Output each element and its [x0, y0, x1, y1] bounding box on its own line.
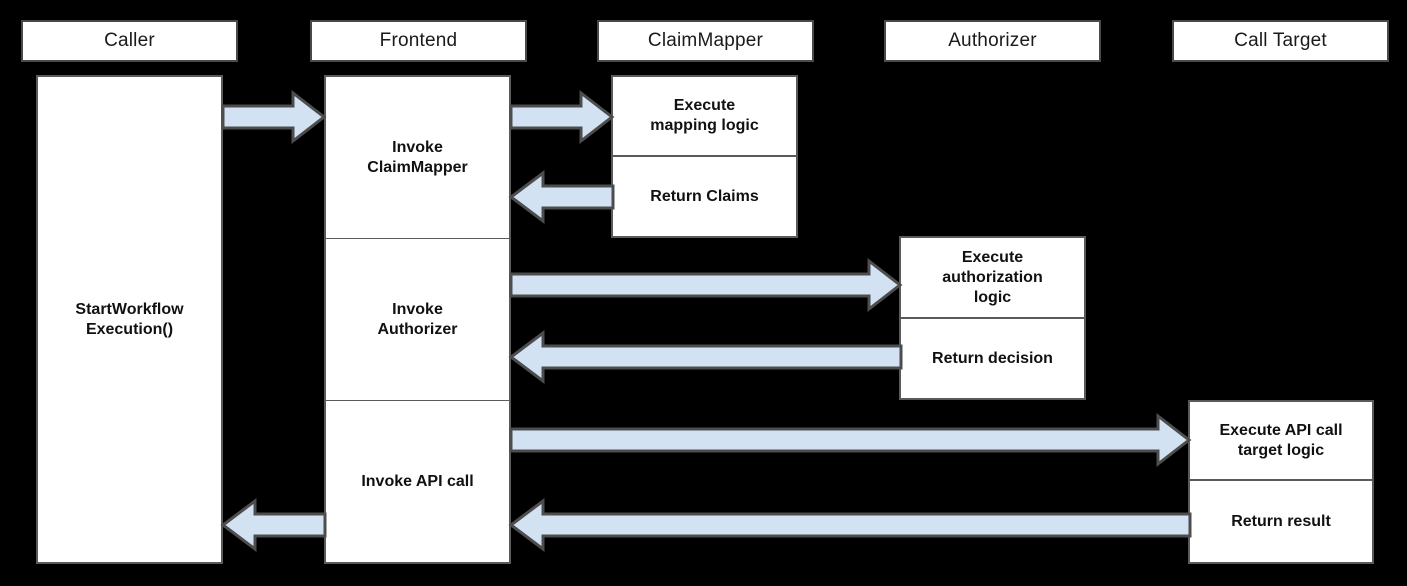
message-arrow-claimmapper-to-frontend	[508, 170, 615, 224]
activation-authorizer-execute-authorization-logic-label: Execute authorization logic	[942, 248, 1043, 306]
activation-frontend-invoke-api-call: Invoke API call	[324, 400, 511, 564]
message-arrow-frontend-to-caller	[220, 498, 327, 552]
activation-calltarget-return-result-label: Return result	[1231, 512, 1331, 530]
lane-header-caller: Caller	[21, 20, 238, 62]
activation-caller-start-workflow-execution-label: StartWorkflow Execution()	[75, 300, 184, 338]
activation-claimmapper-return-claims-label: Return Claims	[650, 187, 759, 205]
activation-authorizer-execute-authorization-logic: Execute authorization logic	[899, 236, 1086, 318]
message-arrow-caller-to-frontend	[221, 89, 327, 145]
activation-frontend-invoke-authorizer-label: Invoke Authorizer	[377, 300, 458, 338]
lane-header-calltarget: Call Target	[1172, 20, 1389, 62]
lane-header-authorizer: Authorizer	[884, 20, 1101, 62]
lane-header-claimmapper-label: ClaimMapper	[647, 30, 764, 51]
activation-authorizer-return-decision: Return decision	[899, 318, 1086, 400]
message-arrow-frontend-to-authorizer	[509, 257, 903, 313]
lane-header-calltarget-label: Call Target	[1234, 30, 1327, 51]
activation-claimmapper-execute-mapping-logic-label: Execute mapping logic	[650, 97, 759, 134]
activation-frontend-invoke-claimmapper-label: Invoke ClaimMapper	[367, 138, 468, 176]
message-arrow-frontend-to-claimmapper	[509, 89, 615, 145]
lane-header-authorizer-label: Authorizer	[948, 30, 1037, 51]
activation-frontend-invoke-authorizer: Invoke Authorizer	[324, 238, 511, 401]
lane-header-caller-label: Caller	[104, 30, 155, 51]
activation-frontend-invoke-api-call-label: Invoke API call	[361, 472, 474, 490]
lane-header-claimmapper: ClaimMapper	[597, 20, 814, 62]
message-arrow-calltarget-to-frontend	[508, 498, 1192, 552]
activation-claimmapper-execute-mapping-logic: Execute mapping logic	[611, 75, 798, 156]
activation-caller-start-workflow-execution: StartWorkflow Execution()	[36, 75, 223, 564]
message-arrow-authorizer-to-frontend	[508, 330, 903, 384]
activation-calltarget-execute-api-call-target-logic: Execute API call target logic	[1188, 400, 1374, 480]
message-arrow-frontend-to-calltarget	[509, 412, 1192, 468]
activation-calltarget-return-result: Return result	[1188, 480, 1374, 564]
activation-claimmapper-return-claims: Return Claims	[611, 156, 798, 238]
activation-calltarget-execute-api-call-target-logic-label: Execute API call target logic	[1219, 421, 1343, 459]
lane-header-frontend: Frontend	[310, 20, 527, 62]
activation-frontend-invoke-claimmapper: Invoke ClaimMapper	[324, 75, 511, 239]
activation-authorizer-return-decision-label: Return decision	[932, 349, 1053, 367]
lane-header-frontend-label: Frontend	[379, 30, 458, 51]
